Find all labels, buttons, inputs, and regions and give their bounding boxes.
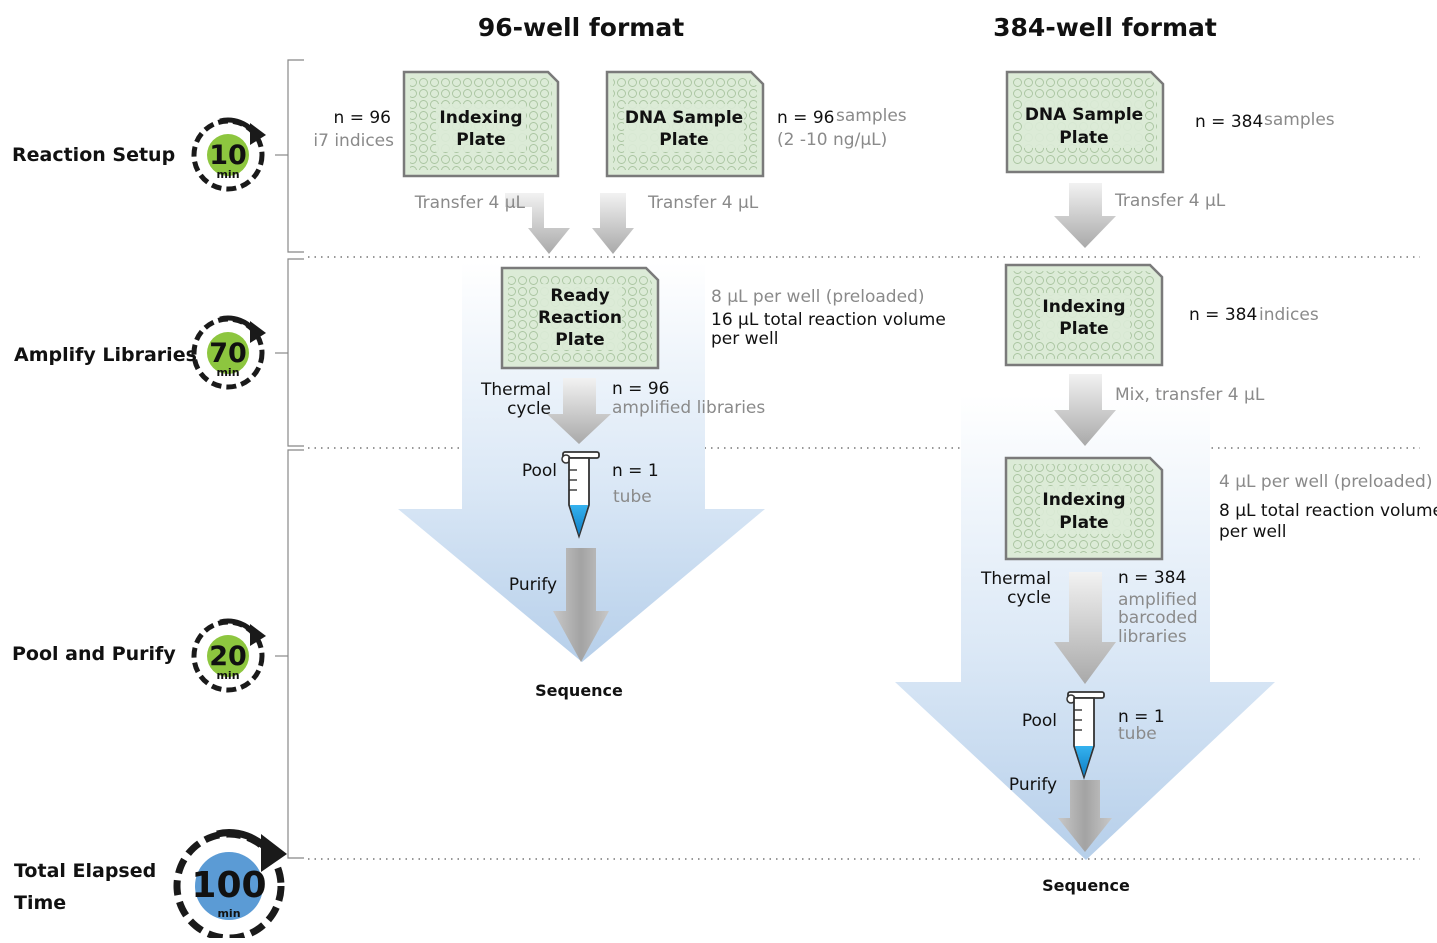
thermal-arrow-96 <box>547 378 611 444</box>
header-384-well: 384-well format <box>993 13 1217 42</box>
amp-384-desc-2: barcoded <box>1118 608 1198 628</box>
indexing-plate-384-second: Indexing Plate <box>1004 456 1164 561</box>
pool-384-label: Pool <box>1022 711 1057 731</box>
timer-70-value: 70 <box>209 338 247 369</box>
pool-384-n: n = 1 <box>1118 707 1165 727</box>
dna-plate-384-desc: samples <box>1264 110 1335 130</box>
mix-transfer-label: Mix, transfer 4 µL <box>1115 385 1265 405</box>
timer-20-value: 20 <box>209 641 247 672</box>
dna-plate-384-line2: Plate <box>1059 128 1108 148</box>
amp-384-desc-3: libraries <box>1118 627 1187 647</box>
pool-384-desc: tube <box>1118 724 1157 744</box>
tube-icon-384 <box>1066 691 1105 780</box>
stage-label-amplify: Amplify Libraries <box>14 344 197 366</box>
bracket-pool-purify <box>287 449 304 859</box>
amp-96-n: n = 96 <box>612 379 669 399</box>
sequence-384-label: Sequence <box>1042 876 1130 895</box>
indexing-plate-384-first: Indexing Plate <box>1004 263 1164 367</box>
purify-arrow-96 <box>553 548 609 662</box>
transfer-arrow-384 <box>1054 183 1116 248</box>
indexing-plate-384a-desc: indices <box>1259 305 1319 325</box>
ready-plate-line1: Ready <box>550 286 609 306</box>
dna-sample-plate-384: DNA Sample Plate <box>1005 70 1165 174</box>
timer-100-value: 100 <box>191 865 266 906</box>
indexing-plate-96-line2: Plate <box>456 130 505 150</box>
timer-icon-100: 100 min <box>173 829 287 942</box>
indexing-plate-384a-line2: Plate <box>1059 319 1108 339</box>
thermal-96-line1: Thermal <box>480 380 551 400</box>
indexing-plate-384a-n: n = 384 <box>1189 305 1257 325</box>
indexing-plate-384b-line2: Plate <box>1059 513 1108 533</box>
pool-96-desc: tube <box>613 487 652 507</box>
dna-plate-96-desc1: samples <box>836 106 907 126</box>
thermal-384-line1: Thermal <box>980 569 1051 589</box>
timer-100-unit: min <box>217 907 240 920</box>
dna-sample-plate-96: DNA Sample Plate <box>605 70 765 178</box>
total-volume-96-line1: 16 µL total reaction volume <box>711 310 946 330</box>
pool-96-label: Pool <box>522 461 557 481</box>
stage-label-pool-purify: Pool and Purify <box>12 643 176 665</box>
header-96-well: 96-well format <box>478 13 684 42</box>
bracket-reaction-setup <box>287 59 304 253</box>
amp-384-n: n = 384 <box>1118 568 1186 588</box>
transfer-right-label: Transfer 4 µL <box>647 193 759 213</box>
dna-plate-96-n: n = 96 <box>777 108 834 128</box>
amp-384-desc-1: amplified <box>1118 590 1197 610</box>
preloaded-96: 8 µL per well (preloaded) <box>711 287 924 307</box>
amp-96-desc: amplified libraries <box>612 398 765 418</box>
timer-70-unit: min <box>216 366 239 379</box>
dna-plate-96-desc2: (2 -10 ng/µL) <box>777 130 887 150</box>
mix-transfer-arrow-384 <box>1054 374 1116 446</box>
timer-icon-10: 10 min <box>191 117 266 192</box>
ready-plate-line3: Plate <box>555 330 604 350</box>
ready-reaction-plate: Ready Reaction Plate <box>500 266 660 370</box>
indexing-plate-384a-line1: Indexing <box>1042 297 1125 317</box>
dna-plate-384-line1: DNA Sample <box>1025 105 1143 125</box>
stage-label-total-1: Total Elapsed <box>14 860 156 882</box>
dna-plate-384-n: n = 384 <box>1195 112 1263 132</box>
purify-arrow-384 <box>1058 780 1112 852</box>
timer-10-value: 10 <box>209 140 247 171</box>
thermal-96-line2: cycle <box>507 399 551 419</box>
tube-icon-96 <box>561 451 600 539</box>
dna-plate-96-line1: DNA Sample <box>625 108 743 128</box>
timer-icon-70: 70 min <box>191 315 266 390</box>
stage-label-total-2: Time <box>14 892 66 914</box>
purify-96-label: Purify <box>509 575 557 595</box>
bracket-amplify <box>287 258 304 447</box>
ready-plate-line2: Reaction <box>538 308 622 328</box>
timer-10-unit: min <box>216 168 239 181</box>
transfer-arrow-right <box>592 193 665 254</box>
transfer-384-label: Transfer 4 µL <box>1114 191 1226 211</box>
thermal-arrow-384 <box>1054 572 1116 684</box>
indexing-plate-96-n: n = 96 <box>334 108 391 128</box>
stage-label-reaction-setup: Reaction Setup <box>12 144 175 166</box>
total-volume-384-line1: 8 µL total reaction volume <box>1219 501 1437 521</box>
indexing-plate-384b-line1: Indexing <box>1042 490 1125 510</box>
indexing-plate-96: Indexing Plate <box>402 70 560 178</box>
stage-brackets <box>275 59 304 859</box>
indexing-plate-96-line1: Indexing <box>439 108 522 128</box>
purify-384-label: Purify <box>1009 775 1057 795</box>
thermal-384-line2: cycle <box>1007 588 1051 608</box>
sequence-96-label: Sequence <box>535 681 623 700</box>
total-volume-96-line2: per well <box>711 329 778 349</box>
total-volume-384-line2: per well <box>1219 522 1286 542</box>
transfer-left-label: Transfer 4 µL <box>414 193 526 213</box>
timer-20-unit: min <box>216 669 239 682</box>
preloaded-384: 4 µL per well (preloaded) <box>1219 472 1432 492</box>
pool-96-n: n = 1 <box>612 461 659 481</box>
indexing-plate-96-desc: i7 indices <box>313 131 394 151</box>
transfer-arrow-left <box>505 193 570 254</box>
timer-icon-20: 20 min <box>191 618 266 693</box>
dna-plate-96-line2: Plate <box>659 130 708 150</box>
